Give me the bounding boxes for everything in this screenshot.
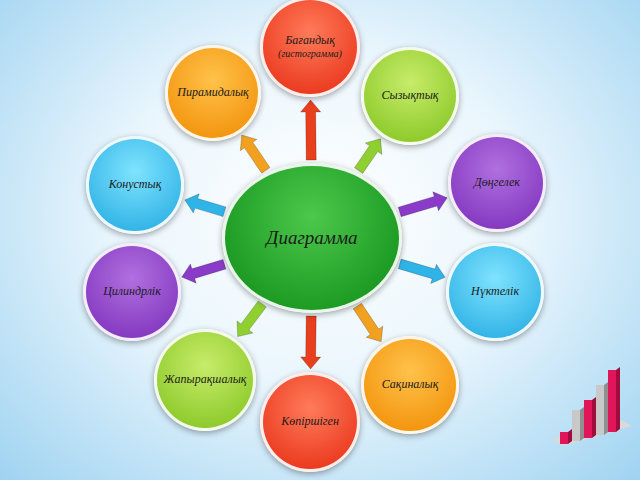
type-circle: Нүктелік [446, 243, 544, 341]
node-label: Көпіршіген [281, 415, 339, 429]
bar-chart-icon [552, 367, 632, 446]
node-label: Конустық [109, 178, 162, 192]
block-arrow [355, 139, 382, 174]
type-circle: Конустық [86, 136, 184, 234]
block-arrow [398, 192, 447, 217]
type-circle: Бағандық(гистограмма) [260, 0, 360, 97]
central-circle: Диаграмма [222, 163, 402, 313]
type-circle: Көпіршіген [260, 372, 360, 472]
node-label: Нүктелік [471, 285, 519, 299]
node-label: Сызықтық [382, 89, 439, 103]
block-arrow [398, 259, 445, 283]
type-circle: Пирамидалық [165, 45, 261, 141]
node-label: Дөңгелек [474, 176, 520, 190]
block-arrow [185, 194, 226, 217]
block-arrow [353, 303, 383, 341]
node-label: Сақиналық [382, 378, 439, 392]
block-arrow [301, 100, 321, 160]
block-arrow [182, 260, 226, 284]
type-circle: Дөңгелек [448, 134, 546, 232]
node-subtitle: (гистограмма) [278, 48, 342, 60]
block-arrow [240, 135, 270, 173]
type-circle: Сызықтық [361, 47, 459, 145]
node-label: Бағандық [285, 34, 335, 48]
node-label: Жапырақшалық [164, 373, 247, 387]
block-arrow [237, 301, 266, 337]
type-circle: Цилиндрлік [83, 243, 181, 341]
type-circle: Сақиналық [361, 336, 459, 434]
node-label: Пирамидалық [177, 86, 248, 100]
node-label: Диаграмма [266, 227, 357, 249]
block-arrow [301, 316, 321, 369]
type-circle: Жапырақшалық [154, 329, 257, 432]
node-label: Цилиндрлік [103, 285, 161, 299]
